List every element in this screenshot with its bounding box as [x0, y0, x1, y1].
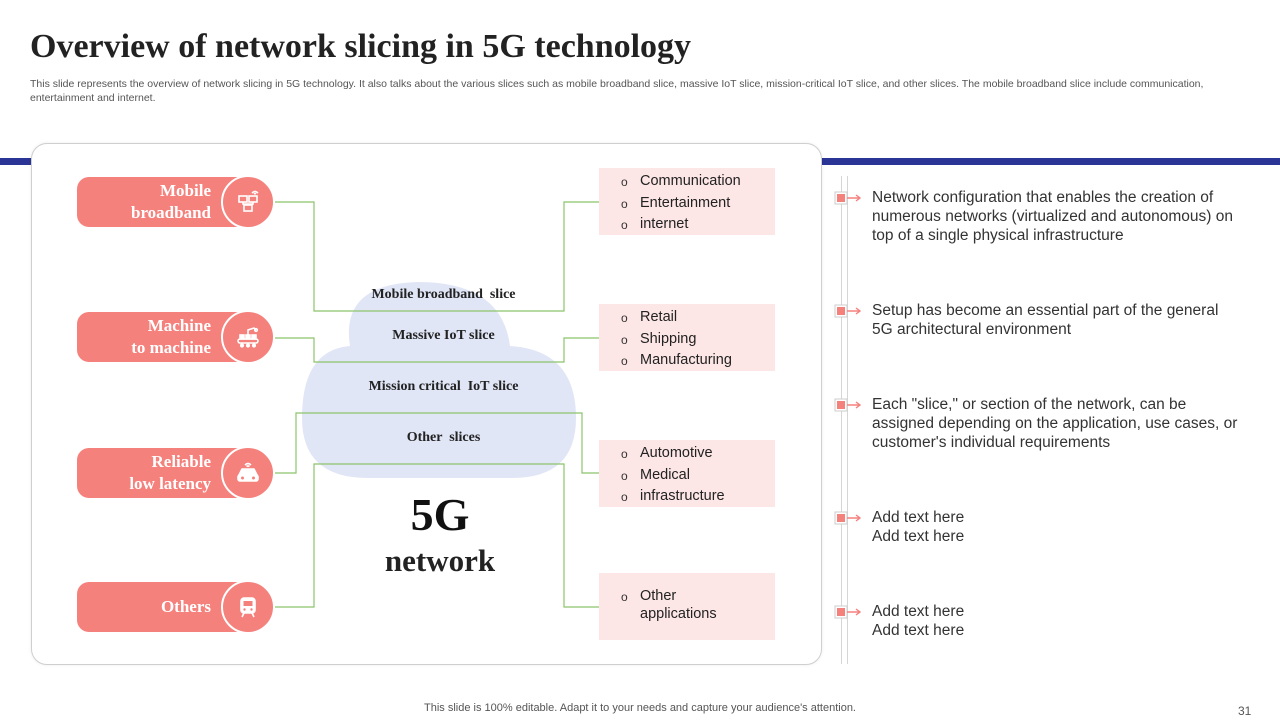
timeline-line	[841, 176, 842, 664]
point-text: Each "slice," or section of the network,…	[872, 396, 1238, 451]
slice-massive-iot: Massive IoT slice	[392, 328, 495, 343]
slice-box-item: Other applications	[621, 587, 775, 623]
slice-mobile-broadband: Mobile broadband slice	[371, 287, 516, 302]
slice-box-machine-to-machine: Retail Shipping Manufacturing	[599, 304, 775, 372]
slice-box-item: Entertainment	[621, 193, 775, 214]
network-title-sub: network	[384, 543, 496, 578]
connector-machine-to-machine	[275, 337, 599, 363]
arrow-marker-icon	[834, 191, 862, 205]
slice-box-item: Retail	[621, 307, 775, 329]
arrow-marker-icon	[834, 511, 862, 525]
use-case-others: Others	[77, 580, 275, 634]
page-title: Overview of network slicing in 5G techno…	[30, 28, 692, 65]
use-case-label: Others	[160, 597, 211, 616]
slice-box-item: Communication	[621, 171, 775, 193]
connected-car-icon	[221, 446, 275, 500]
use-case-reliable-low-latency: Reliable low latency	[77, 446, 275, 500]
train-icon	[221, 580, 275, 634]
point-text: Network configuration that enables the c…	[872, 189, 1233, 244]
point-text: Add text here Add text here	[872, 603, 965, 639]
slice-mission-critical-iot: Mission critical IoT slice	[368, 379, 519, 394]
arrow-marker-icon	[834, 398, 862, 412]
connector-mobile-broadband	[275, 201, 599, 312]
slice-other: Other slices	[406, 430, 481, 445]
slice-box-mobile-broadband: Communication Entertainment internet	[599, 168, 775, 236]
use-case-mobile-broadband: Mobile broadband	[77, 175, 275, 229]
monitor-network-icon	[221, 175, 275, 229]
slice-box-item: Shipping	[621, 329, 775, 350]
arrow-marker-icon	[834, 605, 862, 619]
slice-box-item: Medical	[621, 465, 775, 486]
cloud-shape	[302, 282, 576, 478]
point-text: Add text here Add text here	[872, 509, 965, 545]
point-text: Setup has become an essential part of th…	[872, 302, 1219, 338]
use-case-label: Reliable low latency	[129, 452, 211, 493]
connector-reliable-low-latency	[275, 412, 599, 474]
footer-note: This slide is 100% editable. Adapt it to…	[424, 702, 856, 714]
timeline-line	[847, 176, 848, 664]
use-case-machine-to-machine: Machine to machine	[77, 310, 275, 364]
slice-box-item: Manufacturing	[621, 350, 775, 372]
page-number: 31	[1238, 704, 1252, 718]
arrow-marker-icon	[834, 304, 862, 318]
slice-box-item: infrastructure	[621, 486, 775, 508]
slice-box-reliable-low-latency: Automotive Medical infrastructure	[599, 440, 775, 508]
use-case-label: Machine to machine	[131, 316, 211, 357]
slice-box-item: internet	[621, 214, 775, 236]
slice-box-others: Other applications	[599, 573, 775, 640]
slice-box-item: Automotive	[621, 443, 775, 465]
connector-others	[275, 463, 599, 608]
use-case-label: Mobile broadband	[130, 181, 211, 222]
network-title-5g: 5G	[410, 489, 470, 540]
conveyor-robot-icon	[221, 310, 275, 364]
page-subtitle: This slide represents the overview of ne…	[30, 78, 1204, 104]
